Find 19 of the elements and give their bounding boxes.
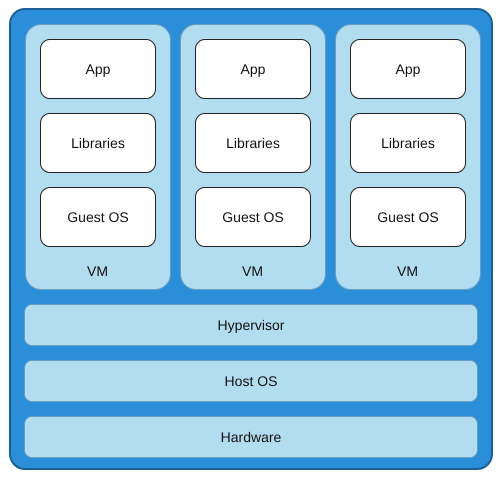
vm-label: VM <box>242 263 263 279</box>
vm-label: VM <box>87 263 108 279</box>
layer-box: Libraries <box>350 113 466 173</box>
layer-box: App <box>195 39 311 99</box>
layer-bar: Host OS <box>24 360 478 402</box>
vm-panel <box>25 24 171 290</box>
layer-box: Libraries <box>40 113 156 173</box>
layer-box: App <box>40 39 156 99</box>
layer-box: App <box>350 39 466 99</box>
layer-box: Guest OS <box>350 187 466 247</box>
layer-bar: Hypervisor <box>24 304 478 346</box>
vm-panel <box>335 24 481 290</box>
layer-bar: Hardware <box>24 416 478 458</box>
layer-box: Libraries <box>195 113 311 173</box>
vm-label: VM <box>397 263 418 279</box>
container-panel <box>9 8 493 470</box>
layer-box: Guest OS <box>40 187 156 247</box>
vm-panel <box>180 24 326 290</box>
layer-box: Guest OS <box>195 187 311 247</box>
